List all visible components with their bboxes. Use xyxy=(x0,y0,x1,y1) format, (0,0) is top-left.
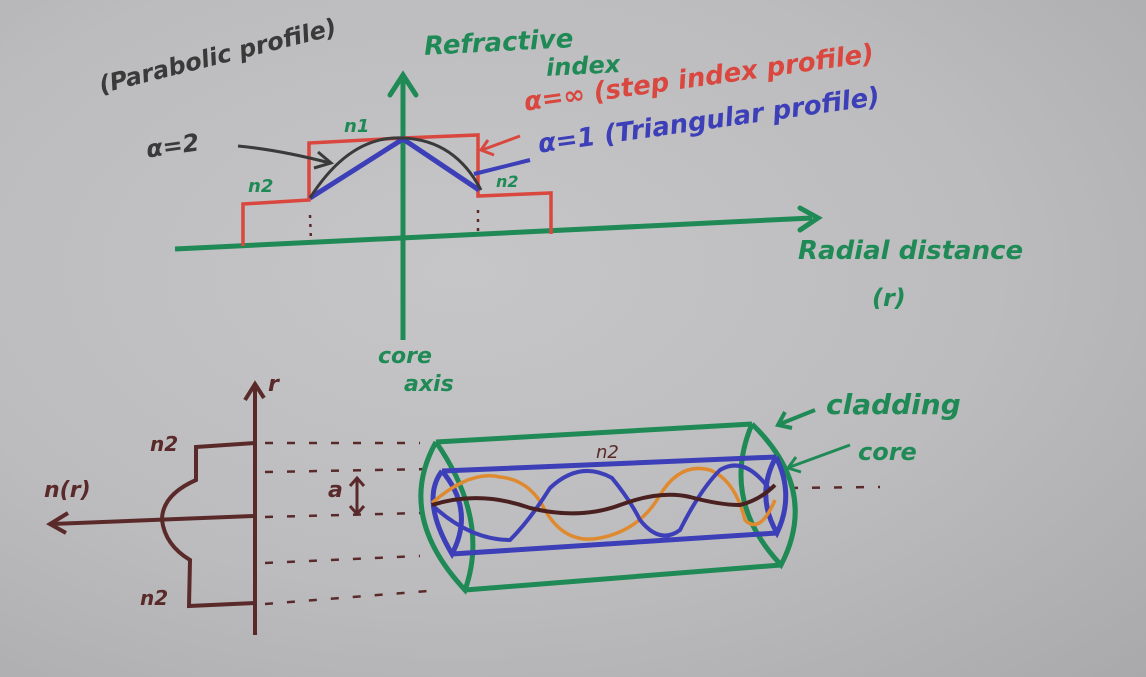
top-graph xyxy=(174,70,823,340)
core-label: core xyxy=(858,438,917,466)
fiber-n2-label: n2 xyxy=(596,442,619,463)
projection-dashed-lines xyxy=(264,441,881,606)
cladding-left-end xyxy=(418,440,476,595)
cladding-cylinder-outline xyxy=(435,421,782,593)
cladding-label: cladding xyxy=(826,388,961,421)
core-radius-arrowhead-bottom-icon xyxy=(348,505,366,517)
core-right-end xyxy=(763,455,789,539)
graded-index-profile-curve xyxy=(159,441,256,609)
r-axis-label: r xyxy=(268,372,279,397)
core-axis-label-line2: axis xyxy=(404,372,454,397)
x-axis-label-line1: Radial distance xyxy=(798,236,1024,266)
n2-left-label: n2 xyxy=(248,176,274,197)
triangular-pointer-line xyxy=(473,158,531,176)
n-r-axis-arrowhead-icon xyxy=(46,511,70,535)
n-r-axis xyxy=(51,514,254,526)
refractive-index-profile-plot xyxy=(46,380,881,635)
core-arrowhead-icon xyxy=(785,456,802,474)
core-left-end xyxy=(430,469,464,560)
parabolic-profile-curve xyxy=(308,136,483,199)
core-cylinder-outline xyxy=(441,454,778,557)
ray-blue xyxy=(430,463,772,543)
cladding-arrowhead-icon xyxy=(774,411,793,430)
parabolic-arrowhead-icon xyxy=(313,150,335,170)
ray-brown-axial xyxy=(431,483,777,516)
core-radius-arrowhead-top-icon xyxy=(348,475,366,487)
core-boundary-dotted-left xyxy=(308,214,313,243)
r-axis-arrowhead-icon xyxy=(243,380,266,402)
ray-orange xyxy=(430,466,777,541)
parabolic-pointer-arrow xyxy=(237,144,331,165)
cladding-right-end xyxy=(738,422,798,570)
optical-fiber-illustration xyxy=(418,408,851,595)
x-axis-arrowhead-icon xyxy=(797,205,823,233)
core-axis-label-line1: core xyxy=(378,344,432,369)
n2-top-label: n2 xyxy=(150,432,179,456)
n2-right-label: n2 xyxy=(496,172,519,191)
triangular-profile-curve xyxy=(308,136,481,201)
n1-label: n1 xyxy=(344,116,370,137)
n2-bottom-label: n2 xyxy=(140,586,169,610)
radial-distance-axis xyxy=(174,215,813,252)
n-r-label: n(r) xyxy=(44,478,91,503)
step-pointer-arrow xyxy=(481,134,521,152)
y-axis-arrowhead-icon xyxy=(387,70,419,98)
core-pointer-arrow xyxy=(789,443,851,469)
step-arrowhead-icon xyxy=(478,139,495,157)
core-radius-label: a xyxy=(328,478,343,503)
cladding-pointer-arrow xyxy=(779,408,816,426)
x-axis-label-line2: (r) xyxy=(872,284,906,312)
